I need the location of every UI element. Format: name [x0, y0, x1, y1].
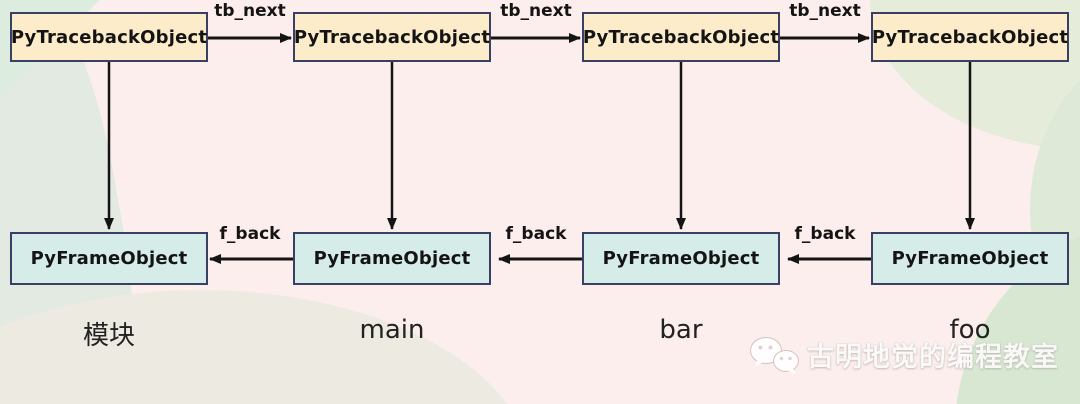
frame-node-1: PyFrameObject [10, 232, 208, 285]
frame-node-4: PyFrameObject [871, 232, 1069, 285]
tb-next-label-3: tb_next [789, 1, 861, 21]
traceback-node-3: PyTracebackObject [582, 12, 780, 62]
watermark-text: 古明地觉的编程教室 [807, 342, 1059, 373]
frame-caption-bar: bar [659, 315, 703, 345]
frame-node-2: PyFrameObject [293, 232, 491, 285]
traceback-node-1: PyTracebackObject [10, 12, 208, 62]
frame-caption-main: main [359, 315, 425, 345]
tb-next-label-2: tb_next [500, 1, 572, 21]
traceback-node-2: PyTracebackObject [293, 12, 491, 62]
f-back-label-2: f_back [505, 224, 567, 244]
tb-next-label-1: tb_next [214, 1, 286, 21]
frame-caption-module: 模块 [82, 321, 136, 351]
traceback-node-4: PyTracebackObject [871, 12, 1069, 62]
frame-caption-foo: foo [949, 315, 991, 345]
f-back-label-1: f_back [219, 224, 281, 244]
wechat-icon [750, 336, 799, 374]
watermark: 古明地觉的编程教室 [749, 335, 1059, 374]
f-back-label-3: f_back [794, 224, 856, 244]
frame-node-3: PyFrameObject [582, 232, 780, 285]
